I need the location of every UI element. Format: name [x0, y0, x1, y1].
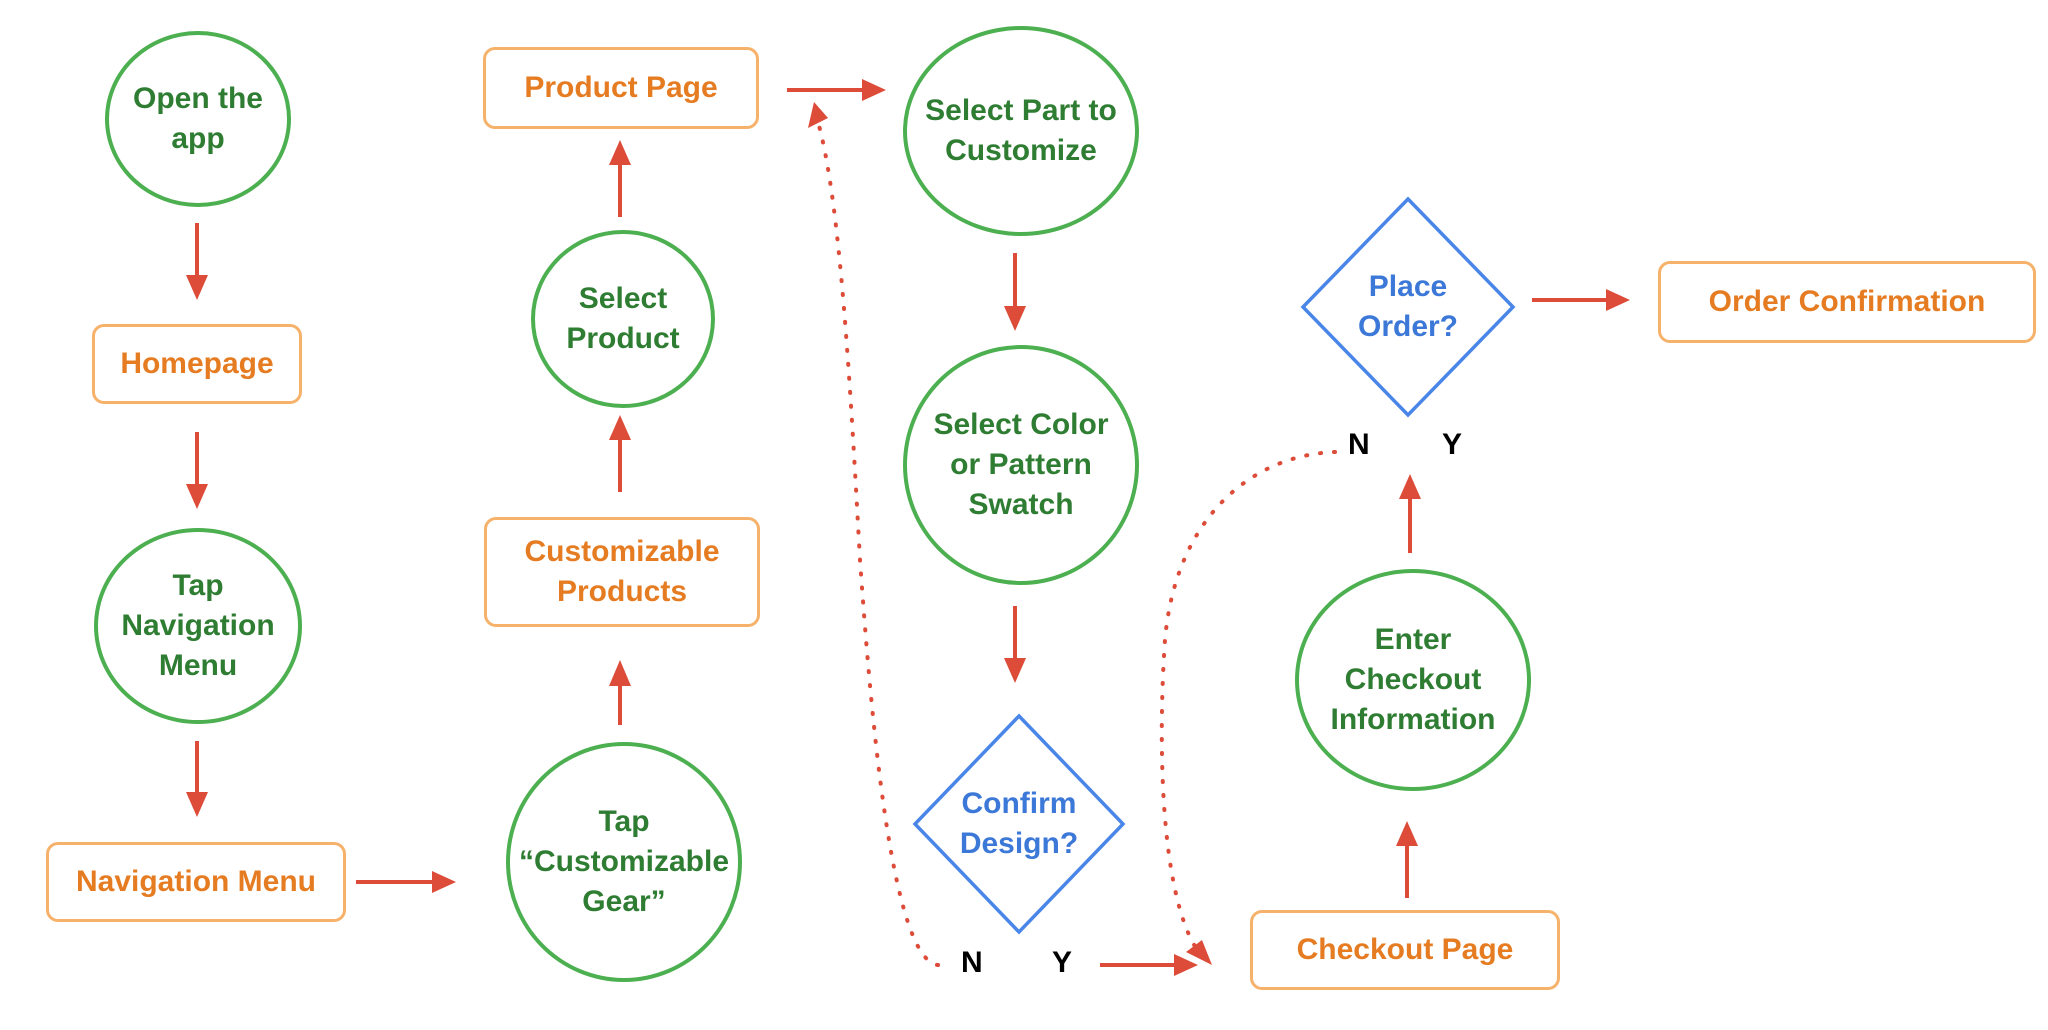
arrowhead	[1399, 474, 1421, 499]
decision-diamond	[1300, 196, 1516, 418]
arrowhead	[1606, 289, 1630, 311]
arrowhead	[609, 660, 631, 686]
dotted-arrow-confirm-no-to-productpage	[816, 120, 940, 967]
node-select-part-to-customize: Select Part to Customize	[903, 26, 1139, 236]
node-navigation-menu: Navigation Menu	[46, 842, 346, 922]
arrowhead	[1396, 821, 1418, 846]
node-confirm-design: Confirm Design?	[912, 713, 1126, 935]
node-tap-customizable-gear: Tap “Customizable Gear”	[506, 742, 742, 982]
node-open-the-app: Open the app	[105, 31, 291, 207]
arrowhead	[1174, 954, 1198, 976]
decision-diamond	[912, 713, 1126, 935]
arrowhead	[432, 871, 456, 893]
confirm-yes-label: Y	[1052, 946, 1073, 979]
place-order-no-label: N	[1348, 428, 1370, 461]
node-enter-checkout-information: Enter Checkout Information	[1295, 569, 1531, 791]
arrowhead	[186, 792, 208, 817]
node-product-page: Product Page	[483, 47, 759, 129]
arrowhead	[186, 484, 208, 509]
arrowhead	[609, 415, 631, 440]
dotted-arrow-placeorder-no-to-checkout	[1159, 450, 1337, 950]
node-place-order: Place Order?	[1300, 196, 1516, 418]
confirm-no-label: N	[961, 946, 983, 979]
node-select-product: Select Product	[531, 230, 715, 408]
arrowhead	[186, 275, 208, 300]
node-order-confirmation: Order Confirmation	[1658, 261, 2036, 343]
arrowhead	[1004, 306, 1026, 331]
place-order-label: Place Order?	[1357, 270, 1459, 343]
node-tap-navigation-menu: Tap Navigation Menu	[94, 528, 302, 724]
arrowhead	[862, 79, 886, 101]
arrowhead	[609, 140, 631, 165]
node-select-color-or-pattern-swatch: Select Color or Pattern Swatch	[903, 345, 1139, 585]
node-customizable-products: Customizable Products	[484, 517, 760, 627]
arrowhead	[1004, 658, 1026, 683]
confirm-design-label: Confirm Design?	[959, 787, 1079, 860]
node-checkout-page: Checkout Page	[1250, 910, 1560, 990]
place-order-yes-label: Y	[1442, 428, 1463, 461]
arrowhead	[1186, 940, 1212, 965]
arrowhead	[808, 102, 828, 128]
node-homepage: Homepage	[92, 324, 302, 404]
